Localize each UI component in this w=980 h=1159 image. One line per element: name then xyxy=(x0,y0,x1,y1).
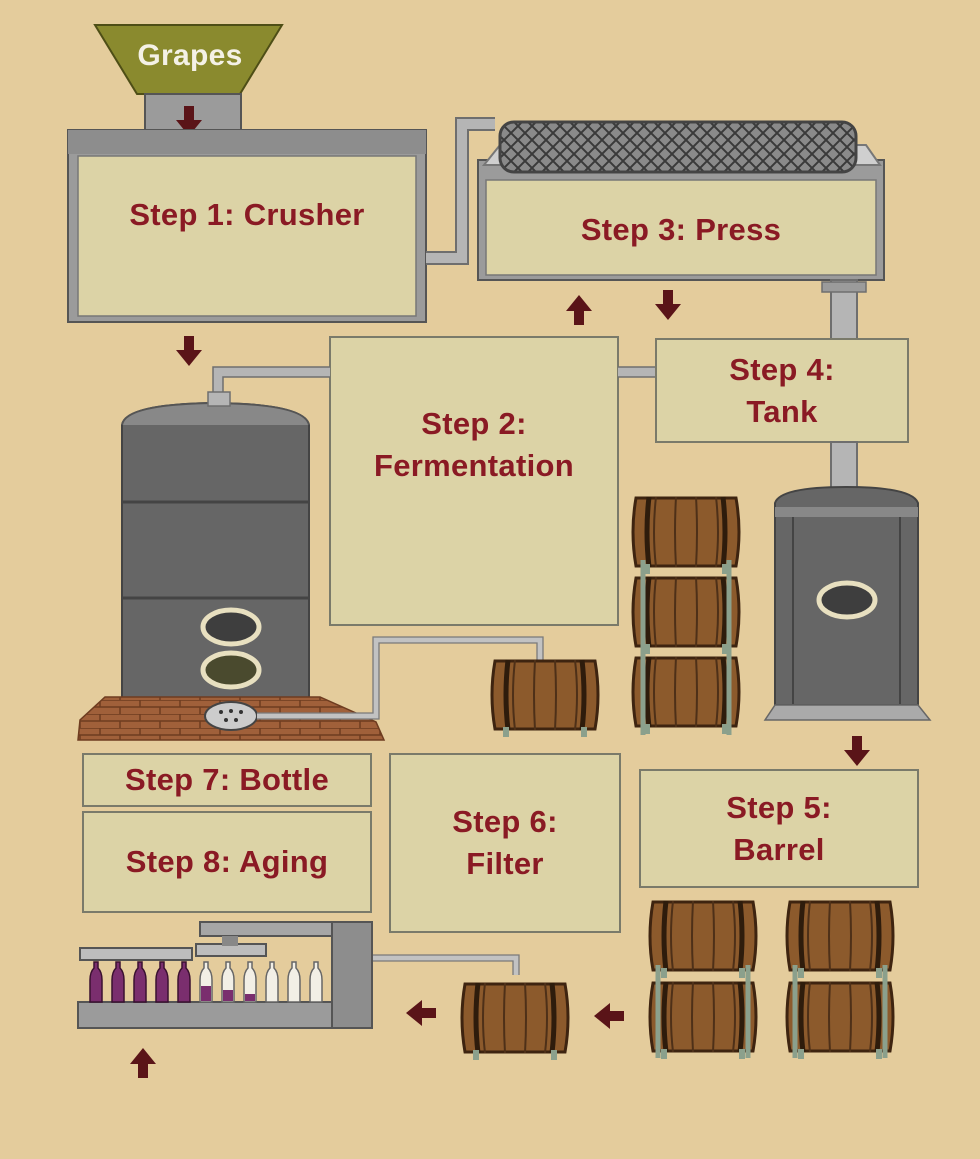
crusher-machine xyxy=(67,129,427,323)
step-2-fermentation-label: Step 2: Fermentation xyxy=(374,406,574,483)
step-5-barrel-label: Step 5: Barrel xyxy=(726,789,832,867)
step-8-aging-label: Step 8: Aging xyxy=(125,844,329,880)
grapes-label: Grapes xyxy=(137,38,243,72)
step-3-press-label: Step 3: Press xyxy=(580,212,782,248)
storage-tank xyxy=(763,485,932,721)
aging-box xyxy=(82,811,372,913)
tank-box xyxy=(655,338,909,443)
drain-icon xyxy=(204,701,258,731)
wine-bottles xyxy=(89,961,323,1003)
arrow-down-icon xyxy=(655,290,681,320)
press-machine xyxy=(477,120,885,281)
pipe xyxy=(426,118,495,264)
arrow-down-icon xyxy=(176,336,202,366)
step-1-crusher-label: Step 1: Crusher xyxy=(129,197,365,233)
barrel-box xyxy=(639,769,919,888)
filter-box xyxy=(389,753,621,933)
step-7-bottle-label: Step 7: Bottle xyxy=(125,762,329,798)
fermentation-vat xyxy=(121,391,310,701)
step-6-filter-label: Step 6: Filter xyxy=(452,804,558,881)
bottle-box xyxy=(82,753,372,807)
arrow-up-icon xyxy=(130,1048,156,1078)
arrow-up-icon xyxy=(566,295,592,325)
arrow-left-icon xyxy=(406,1000,436,1026)
step-4-tank-label: Step 4: Tank xyxy=(729,351,835,429)
fermentation-box xyxy=(329,336,619,626)
arrow-left-icon xyxy=(594,1003,624,1029)
arrow-down-icon xyxy=(844,736,870,766)
